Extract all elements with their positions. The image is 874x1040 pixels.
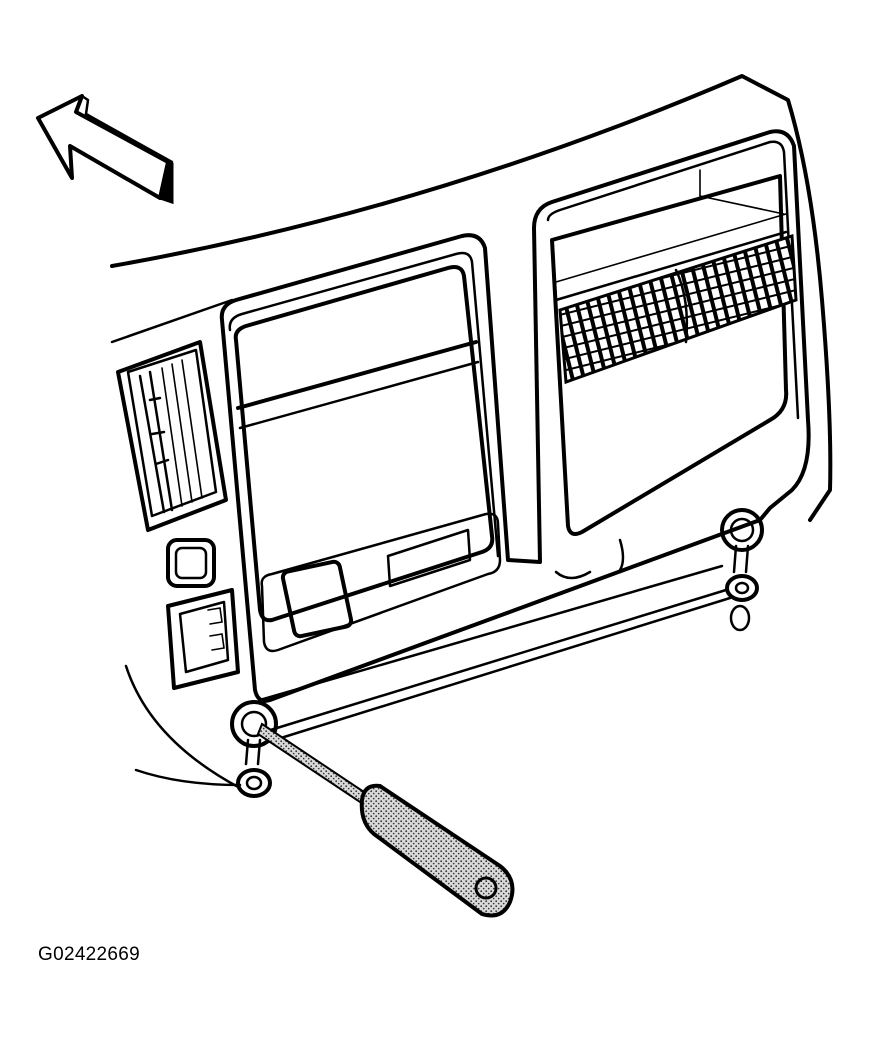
screwdriver-tool-icon bbox=[256, 722, 515, 918]
left-display-opening bbox=[233, 265, 495, 623]
front-direction-arrow-icon bbox=[36, 94, 174, 205]
dimmer-switch bbox=[166, 588, 240, 690]
center-air-vent-opening bbox=[550, 169, 789, 536]
instrument-panel-outline bbox=[110, 74, 833, 790]
bezel-control-buttons bbox=[260, 512, 502, 653]
center-air-vent-louvers bbox=[558, 233, 798, 385]
side-air-vent bbox=[116, 340, 228, 532]
left-bezel-screw bbox=[230, 700, 278, 798]
instrument-bezel bbox=[219, 129, 811, 703]
figure-id-label: G02422669 bbox=[38, 944, 141, 965]
headlamp-switch bbox=[166, 538, 216, 588]
lower-trim-strip bbox=[258, 538, 732, 744]
right-bezel-screw bbox=[720, 508, 764, 632]
